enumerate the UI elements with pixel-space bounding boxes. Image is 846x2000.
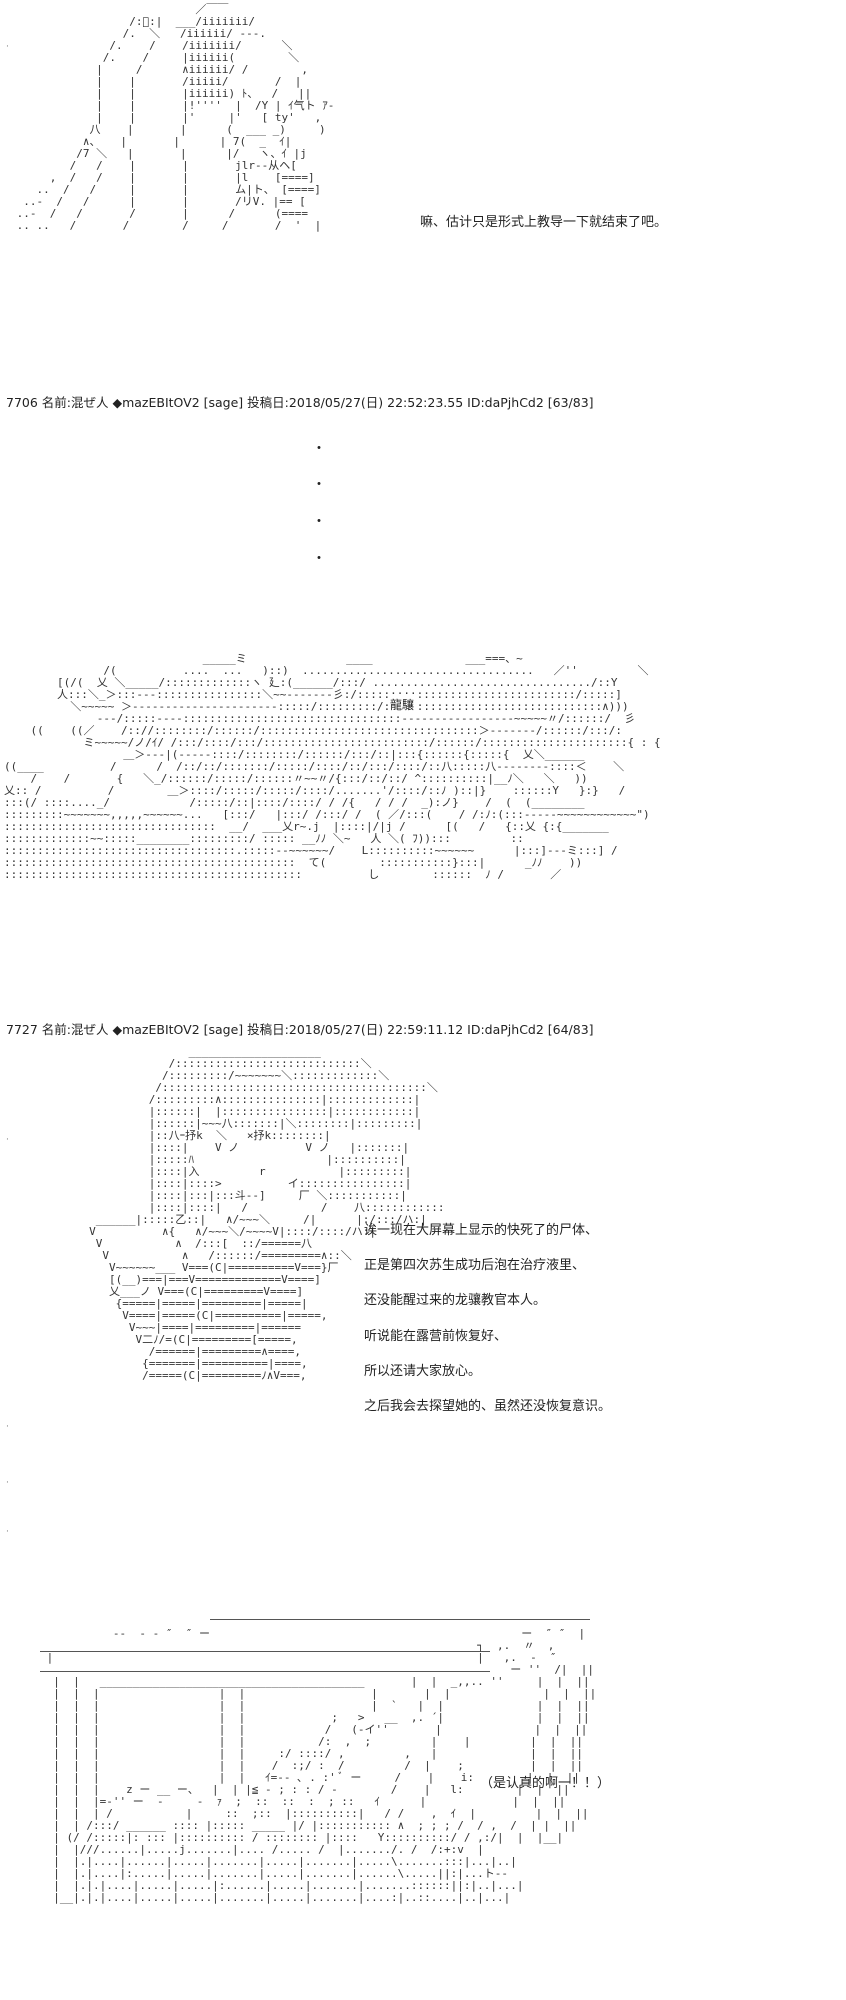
- speech-line: 听说能在露营前恢复好、: [364, 1329, 508, 1344]
- speech-caption: 嘛、估计只是形式上教导一下就结束了吧。: [420, 215, 668, 230]
- ascii-art-character-2: ____________________ /::::::::::::::::::…: [89, 1045, 445, 1382]
- separator-dot: ・: [312, 551, 326, 567]
- margin-mark: ·: [6, 1135, 9, 1145]
- ascii-art-character-1: ／￣￣ /:ﾞ:| ___/iiiiiii/ /. ＼ /iiiiii/ ---…: [16, 3, 335, 232]
- screen-ceiling-edge: [40, 1671, 490, 1672]
- speech-line: 之后我会去探望她的、虽然还没恢复意识。: [364, 1399, 612, 1414]
- thought-bubble: （是认真的啊一！！）: [480, 1776, 611, 1791]
- speech-line: 正是第四次苏生成功后泡在治疗液里、: [364, 1258, 586, 1273]
- post-header: 7727 名前:混ぜ人 ◆mazEBItOV2 [sage] 投稿日:2018/…: [6, 1022, 594, 1037]
- ascii-art-dramatic-scene: _____ミ ____ ___===、~ /( .... ... )::) ..…: [4, 652, 661, 881]
- ascii-art-big-screen: ‐‐ ‐ ‐ ″ ″ ー ー ″ ″ | ┐ ,. 〃 , |: [46, 1627, 597, 1904]
- separator-dot: ・: [312, 441, 326, 457]
- screen-top-edge: [210, 1619, 590, 1620]
- speech-line: 诶一现在大屏幕上显示的快死了的尸体、: [364, 1223, 599, 1238]
- speech-line: 还没能醒过来的龙骧教官本人。: [364, 1293, 547, 1308]
- screen-ceiling-edge: [40, 1651, 490, 1652]
- separator-dot: ・: [312, 477, 326, 493]
- margin-mark: ·: [6, 1478, 9, 1488]
- speech-line: 所以还请大家放心。: [364, 1364, 482, 1379]
- margin-mark: ·: [6, 1422, 9, 1432]
- margin-mark: ·: [6, 1527, 9, 1537]
- separator-dot: ・: [312, 514, 326, 530]
- margin-mark: ·: [6, 42, 9, 52]
- name-label: 龍驤: [388, 696, 417, 713]
- post-header: 7706 名前:混ぜ人 ◆mazEBItOV2 [sage] 投稿日:2018/…: [6, 395, 594, 410]
